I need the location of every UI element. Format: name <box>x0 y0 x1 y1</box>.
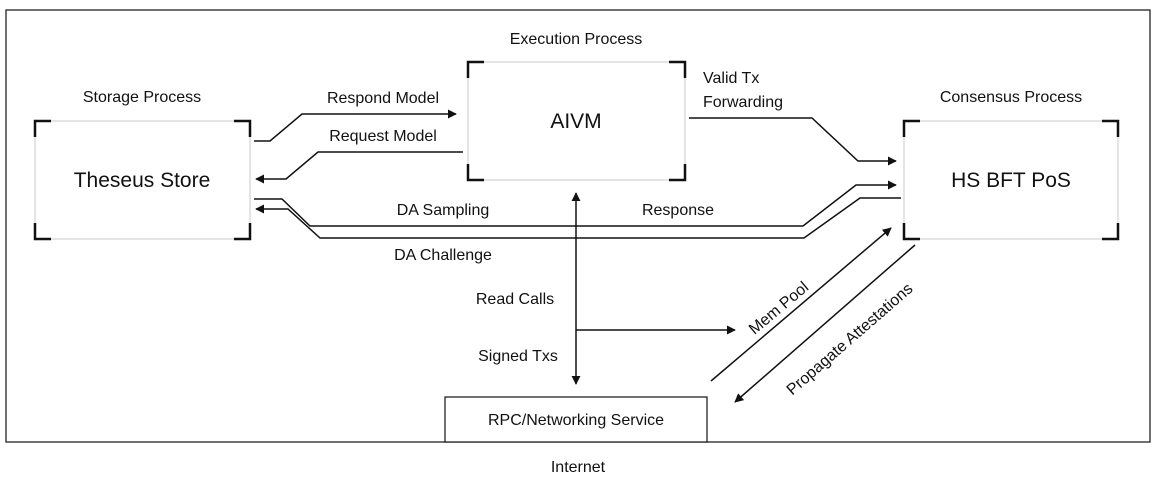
theseus-store-label: Theseus Store <box>74 169 211 192</box>
execution-box <box>467 61 686 181</box>
consensus-box <box>903 120 1119 240</box>
valid-tx-label-line1: Valid Tx <box>703 70 759 87</box>
da-sampling-challenge-arrow <box>255 197 901 239</box>
da-sampling-label: DA Sampling <box>397 202 490 219</box>
execution-process: Execution Process AIVM <box>466 31 687 182</box>
valid-tx-label-line2: Forwarding <box>703 94 783 111</box>
execution-process-title: Execution Process <box>510 31 643 48</box>
valid-tx-forwarding-arrow <box>689 117 897 166</box>
consensus-process-title: Consensus Process <box>940 89 1082 106</box>
aivm-label: AIVM <box>550 110 601 133</box>
request-model-arrow <box>255 151 463 184</box>
signed-txs-label: Signed Txs <box>478 348 558 365</box>
storage-process-title: Storage Process <box>83 89 201 106</box>
propagate-attestations-arrow <box>734 244 916 403</box>
respond-model-label: Respond Model <box>327 90 439 107</box>
storage-process: Storage Process Theseus Store <box>33 89 252 241</box>
response-label: Response <box>642 202 714 219</box>
request-model-label: Request Model <box>329 128 437 145</box>
respond-model-arrow <box>254 109 457 142</box>
consensus-process: Consensus Process HS BFT PoS <box>902 89 1120 241</box>
internet-label: Internet <box>551 459 606 476</box>
storage-box <box>34 120 251 240</box>
rpc-service: RPC/Networking Service <box>444 396 708 443</box>
response-arrow <box>254 180 897 227</box>
mem-pool-arrow <box>710 227 892 382</box>
rpc-box <box>444 396 708 443</box>
rpc-label: RPC/Networking Service <box>488 412 664 429</box>
hs-bft-pos-label: HS BFT PoS <box>951 169 1071 192</box>
da-challenge-label: DA Challenge <box>394 247 492 264</box>
mem-pool-label: Mem Pool <box>746 279 812 338</box>
read-calls-label: Read Calls <box>476 291 554 308</box>
